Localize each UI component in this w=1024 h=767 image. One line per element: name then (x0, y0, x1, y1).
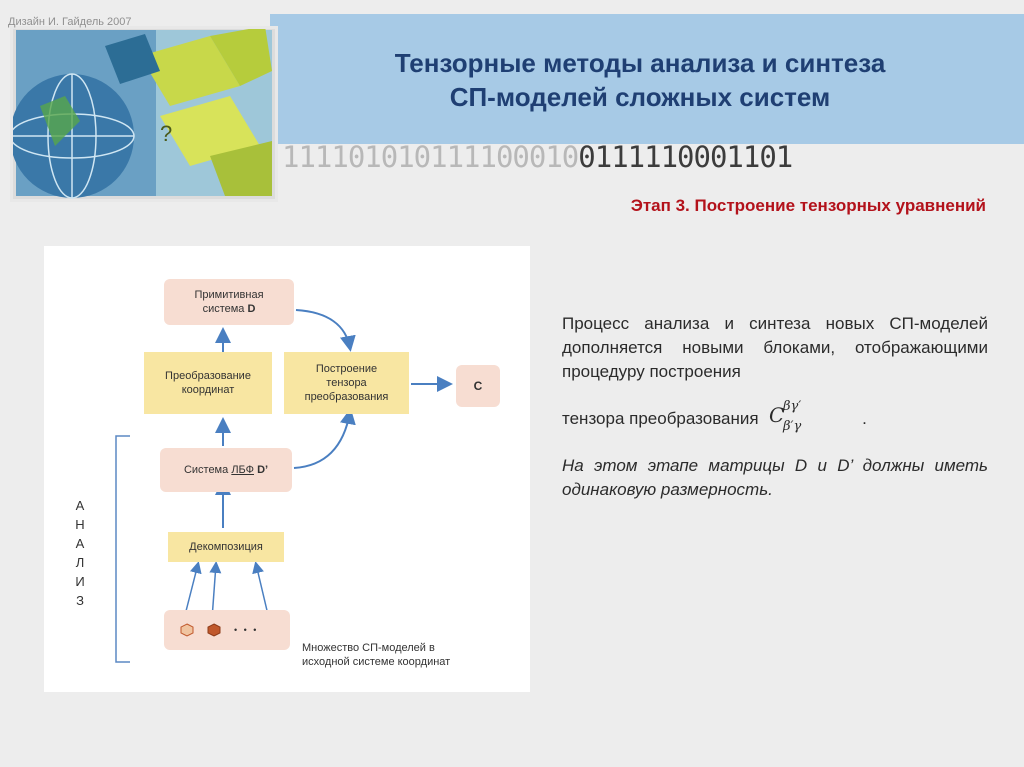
tensor-construction-box: Построение тензора преобразования (284, 352, 409, 414)
binary-dark: 0111110001101 (578, 142, 792, 172)
arrow-lbf-to-tensor (294, 412, 350, 468)
stage-heading: Этап 3. Построение тензорных уравнений (480, 196, 986, 216)
hexagon-models-icon (180, 623, 226, 637)
tensor-formula: C βγ′ β′γ (763, 398, 841, 434)
source-models-box: • • • (164, 610, 290, 650)
binary-light: 111101010111100010 (282, 142, 578, 172)
lbf-prefix: Система (184, 464, 228, 476)
set-label-line2: исходной системе координат (302, 656, 450, 668)
globe-icon (10, 74, 134, 198)
formula-sub: β′γ (782, 419, 801, 434)
analysis-letter: И (72, 572, 88, 591)
design-credit: Дизайн И. Гайдель 2007 (8, 16, 132, 28)
tensor-line3: преобразования (305, 391, 389, 403)
binary-strip: 1111010101111000100111110001101 (282, 142, 1024, 172)
analysis-bracket (116, 436, 130, 662)
source-models-label: Множество СП-моделей в исходной системе … (302, 641, 502, 669)
collage-image: ? (10, 26, 278, 202)
primitive-line2: система (203, 303, 245, 315)
analysis-vertical-label: А Н А Л И З (72, 496, 88, 610)
analysis-letter: А (72, 496, 88, 515)
transform-line2: координат (182, 384, 235, 396)
lbf-symbol: D’ (257, 464, 268, 476)
c-box: C (456, 365, 500, 407)
analysis-letter: Н (72, 515, 88, 534)
decomposition-box: Декомпозиция (168, 532, 284, 562)
arrow-primitive-to-tensor (296, 310, 350, 348)
title-line-2: СП-моделей сложных систем (300, 80, 980, 114)
formula-suffix: . (862, 409, 867, 428)
lbf-system-box: Система ЛБФ D’ (160, 448, 292, 492)
formula-sup: βγ′ (782, 399, 801, 414)
decomposition-label: Декомпозиция (189, 540, 263, 554)
description-para-2: тензора преобразования C βγ′ β′γ . (562, 398, 988, 434)
primitive-symbol: D (247, 303, 255, 315)
description-para-1: Процесс анализа и синтеза новых СП-модел… (562, 312, 988, 384)
tensor-line2: тензора (326, 377, 366, 389)
models-dots: • • • (234, 623, 258, 637)
primitive-system-box: Примитивная система D (164, 279, 294, 325)
slide-title: Тензорные методы анализа и синтеза СП-мо… (300, 46, 980, 114)
svg-text:?: ? (160, 121, 172, 146)
primitive-line1: Примитивная (194, 289, 263, 301)
analysis-letter: Л (72, 553, 88, 572)
tensor-line1: Построение (316, 363, 377, 375)
flow-diagram: Примитивная система D Преобразование коо… (44, 246, 530, 692)
description: Процесс анализа и синтеза новых СП-модел… (562, 312, 988, 502)
lbf-underlined: ЛБФ (231, 464, 254, 476)
coordinate-transform-box: Преобразование координат (144, 352, 272, 414)
transform-line1: Преобразование (165, 370, 251, 382)
title-line-1: Тензорные методы анализа и синтеза (300, 46, 980, 80)
set-label-line1: Множество СП-моделей в (302, 642, 435, 654)
analysis-letter: А (72, 534, 88, 553)
formula-prefix: тензора преобразования (562, 409, 759, 428)
description-para-3: На этом этапе матрицы D и D’ должны имет… (562, 454, 988, 502)
analysis-letter: З (72, 591, 88, 610)
